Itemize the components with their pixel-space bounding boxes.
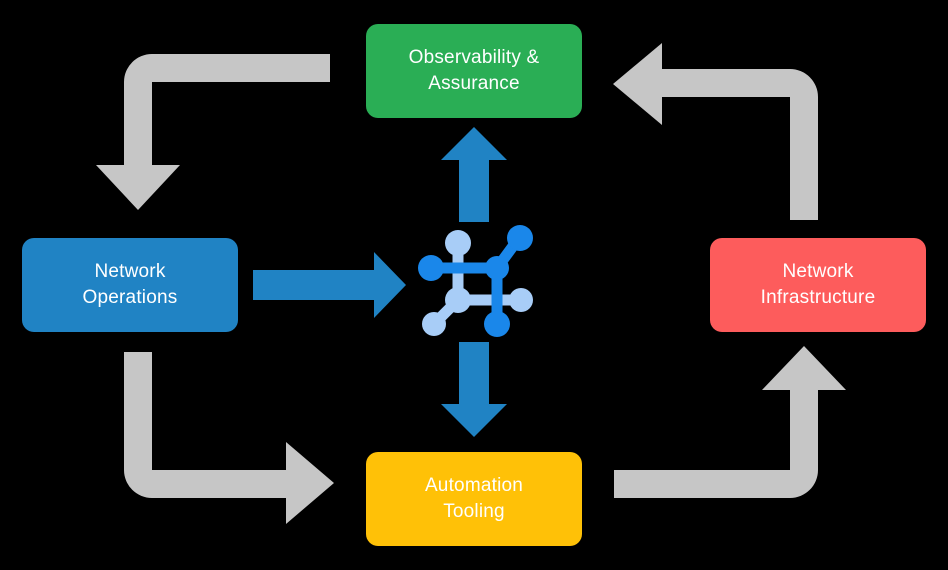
blue-arrow-operations-to-center <box>253 252 406 318</box>
gray-arrow-operations-to-automation <box>124 352 334 524</box>
gray-arrow-observability-to-operations <box>96 54 330 210</box>
node-label-automation: Automation Tooling <box>424 475 524 522</box>
node-box-automation[interactable]: Automation Tooling <box>366 452 582 546</box>
network-icon-nodes <box>418 225 533 337</box>
node-label-operations: Network Operations <box>82 261 178 308</box>
node-box-operations[interactable]: Network Operations <box>22 238 238 332</box>
node-label-observability: Observability & Assurance <box>408 47 540 94</box>
gray-arrow-automation-to-infrastructure <box>614 346 846 498</box>
gray-arrow-infrastructure-to-observability <box>613 43 818 220</box>
blue-arrow-center-to-automation <box>441 342 507 437</box>
network-icon-links <box>425 232 528 331</box>
blue-arrow-center-to-observability <box>441 127 507 222</box>
node-box-observability[interactable]: Observability & Assurance <box>366 24 582 118</box>
node-box-infrastructure[interactable]: Network Infrastructure <box>710 238 926 332</box>
node-label-infrastructure: Network Infrastructure <box>760 261 876 308</box>
